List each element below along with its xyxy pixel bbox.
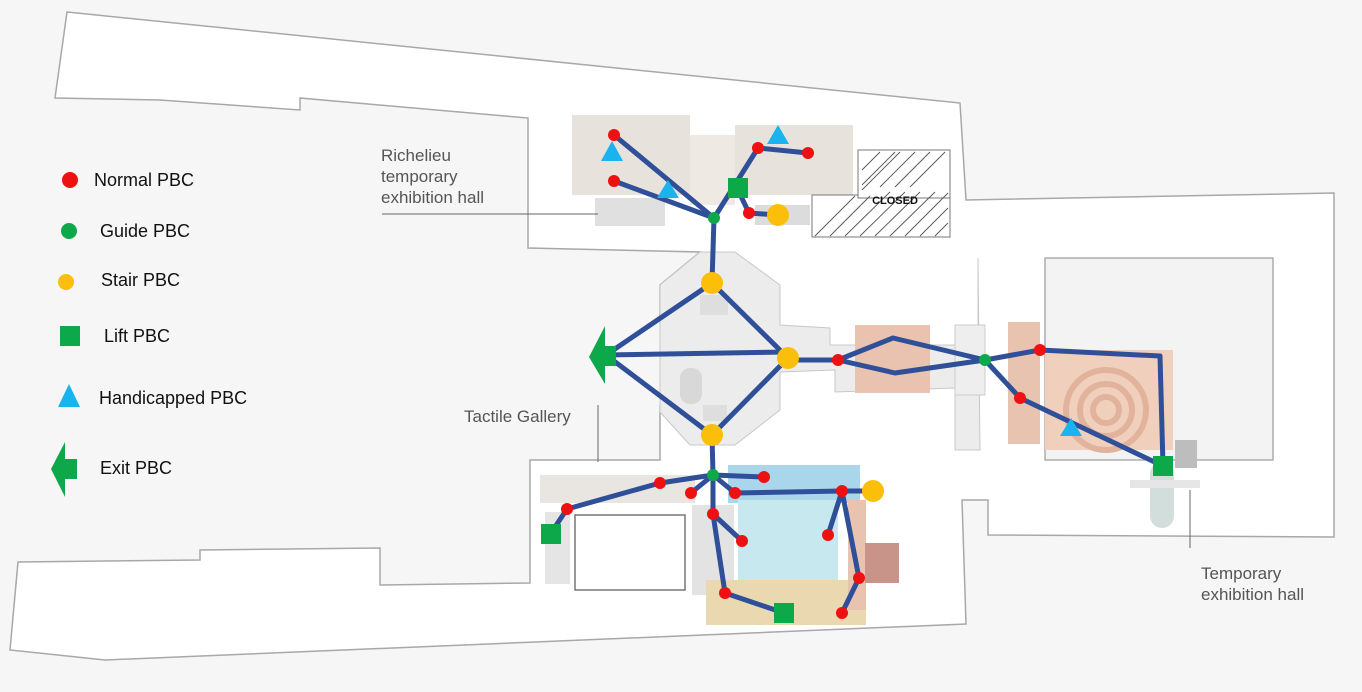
route-segment (839, 488, 862, 581)
route-segment (657, 472, 716, 486)
normal-pbc-marker[interactable] (719, 587, 731, 599)
route-segment (982, 357, 1023, 401)
normal-pbc-marker[interactable] (608, 175, 620, 187)
route-segment (709, 280, 791, 361)
normal-pbc-marker[interactable] (729, 487, 741, 499)
temporary-hall-label-line: exhibition hall (1201, 585, 1305, 604)
building-outline (9, 11, 1335, 661)
route-segment (611, 132, 717, 221)
legend-label: Normal PBC (94, 170, 195, 190)
route-segment (603, 352, 715, 438)
stair-pbc-marker[interactable] (862, 480, 884, 502)
yellow-dot-icon (58, 274, 74, 290)
legend-item-stair: Stair PBC (40, 260, 300, 304)
handicapped-pbc-marker[interactable] (1060, 418, 1082, 436)
blue-triangle-icon (58, 384, 80, 407)
richelieu-label: Richelieu temporary exhibition hall (381, 145, 484, 208)
normal-pbc-marker[interactable] (836, 607, 848, 619)
lift-pbc-marker[interactable] (774, 603, 794, 623)
normal-pbc-marker[interactable] (736, 535, 748, 547)
temporary-hall-label: Temporary exhibition hall (1201, 563, 1304, 605)
route-segment (710, 511, 728, 596)
normal-pbc-marker[interactable] (802, 147, 814, 159)
route-segment (732, 488, 845, 496)
richelieu-label-line: exhibition hall (381, 188, 485, 207)
legend-item-lift: Lift PBC (40, 316, 300, 360)
route-segment (603, 280, 715, 358)
green-arrow-icon (51, 442, 77, 497)
green-dot-icon (61, 223, 77, 239)
normal-pbc-marker[interactable] (822, 529, 834, 541)
normal-pbc-marker[interactable] (561, 503, 573, 515)
legend-label: Stair PBC (101, 270, 181, 290)
route-segment (755, 145, 811, 156)
legend-item-guide: Guide PBC (40, 211, 300, 255)
stair-pbc-marker[interactable] (701, 424, 723, 446)
route-segment (1017, 395, 1166, 469)
route-segment (710, 511, 745, 544)
stair-pbc-marker[interactable] (767, 204, 789, 226)
normal-pbc-marker[interactable] (752, 142, 764, 154)
normal-pbc-marker[interactable] (853, 572, 865, 584)
legend-label: Guide PBC (100, 221, 191, 241)
temporary-hall-label-line: Temporary (1201, 564, 1282, 583)
normal-pbc-marker[interactable] (743, 207, 755, 219)
route-segment (1157, 353, 1166, 469)
handicapped-pbc-marker[interactable] (601, 141, 623, 161)
guide-pbc-marker[interactable] (708, 212, 720, 224)
normal-pbc-marker[interactable] (758, 471, 770, 483)
legend-item-normal: Normal PBC (40, 160, 300, 204)
legend-label: Handicapped PBC (99, 388, 248, 408)
normal-pbc-marker[interactable] (707, 508, 719, 520)
exit-pbc-marker[interactable] (589, 326, 616, 384)
route-segment (825, 488, 845, 538)
route-segment (611, 178, 717, 221)
label-leader-lines (382, 213, 1191, 548)
southern-rooms (540, 465, 899, 625)
normal-pbc-marker[interactable] (832, 354, 844, 366)
legend-label: Exit PBC (100, 458, 173, 478)
route-segment (839, 575, 862, 616)
legend-item-exit: Exit PBC (40, 442, 300, 498)
legend-item-handicapped: Handicapped PBC (40, 378, 300, 422)
normal-pbc-marker[interactable] (836, 485, 848, 497)
stair-pbc-marker[interactable] (777, 347, 799, 369)
route-segment (1037, 347, 1163, 359)
normal-pbc-marker[interactable] (1034, 344, 1046, 356)
green-square-icon (60, 326, 80, 346)
normal-pbc-marker[interactable] (1014, 392, 1026, 404)
normal-pbc-marker[interactable] (685, 487, 697, 499)
richelieu-label-line: temporary (381, 167, 458, 186)
closed-label: CLOSED (872, 195, 918, 207)
pbc-markers (541, 125, 1173, 623)
route-segment (982, 347, 1043, 363)
legend: Normal PBC Guide PBC Stair PBC Lift PBC … (40, 160, 300, 500)
handicapped-pbc-marker[interactable] (767, 125, 789, 144)
legend-label: Lift PBC (104, 326, 171, 346)
tactile-gallery-label: Tactile Gallery (464, 407, 571, 426)
richelieu-label-line: Richelieu (381, 146, 451, 165)
lift-pbc-marker[interactable] (541, 524, 561, 544)
guide-pbc-marker[interactable] (707, 469, 719, 481)
route-segment (710, 472, 767, 480)
normal-pbc-marker[interactable] (608, 129, 620, 141)
route-segment (603, 349, 791, 358)
route-segment (709, 355, 791, 438)
handicapped-pbc-marker[interactable] (657, 180, 679, 198)
red-dot-icon (62, 172, 78, 188)
guide-pbc-marker[interactable] (979, 354, 991, 366)
lift-pbc-marker[interactable] (728, 178, 748, 198)
normal-pbc-marker[interactable] (654, 477, 666, 489)
stair-pbc-marker[interactable] (701, 272, 723, 294)
lift-pbc-marker[interactable] (1153, 456, 1173, 476)
route-segment (564, 480, 663, 512)
